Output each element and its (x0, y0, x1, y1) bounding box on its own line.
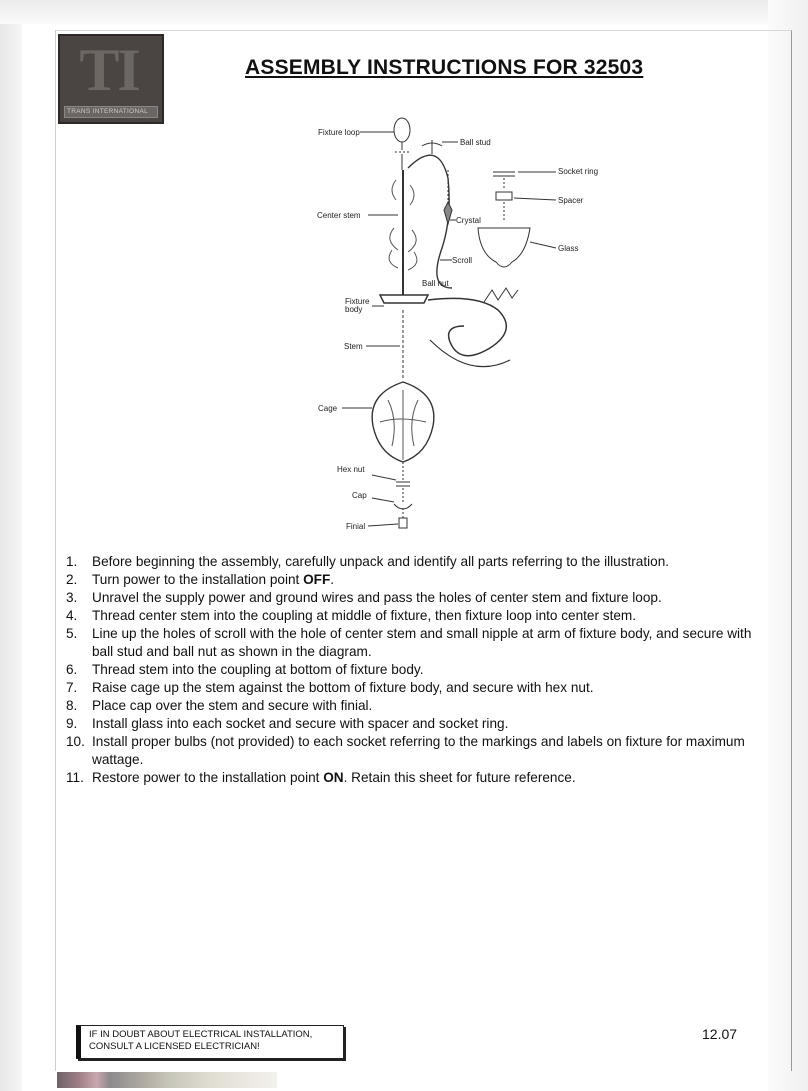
page-title: ASSEMBLY INSTRUCTIONS FOR 32503 (245, 56, 644, 79)
spacer-part (495, 191, 513, 201)
step-item: 10.Install proper bulbs (not provided) t… (66, 734, 745, 767)
socket-cup-part (483, 287, 519, 303)
fixture-body-part (378, 294, 430, 304)
label-ball-stud: Ball stud (460, 138, 491, 147)
scan-shadow-right (768, 0, 808, 1091)
arm-part (427, 297, 507, 357)
socket-ring-part (493, 171, 515, 177)
electrical-warning-box: IF IN DOUBT ABOUT ELECTRICAL INSTALLATIO… (76, 1025, 344, 1059)
logo-mark: TI (79, 37, 140, 103)
hex-nut-part (396, 481, 410, 487)
warning-line-1: IF IN DOUBT ABOUT ELECTRICAL INSTALLATIO… (89, 1029, 313, 1040)
company-logo: TI TRANS INTERNATIONAL (58, 34, 164, 124)
crystal-part (443, 200, 453, 226)
label-stem: Stem (344, 342, 363, 351)
instruction-steps: 1.Before beginning the assembly, careful… (66, 553, 766, 787)
scan-shadow-left (0, 0, 22, 1091)
step-item: 7.Raise cage up the stem against the bot… (66, 680, 594, 695)
assembly-diagram: Fixture loop Ball stud Socket ring Space… (317, 117, 598, 531)
step-item: 9.Install glass into each socket and sec… (66, 716, 509, 731)
fixture-loop-part (393, 117, 411, 143)
label-fixture-body: Fixture (345, 297, 370, 306)
step-item: 1.Before beginning the assembly, careful… (66, 554, 670, 569)
step-item: 5.Line up the holes of scroll with the h… (66, 626, 752, 659)
step-item: 4.Thread center stem into the coupling a… (66, 608, 637, 623)
label-fixture-loop: Fixture loop (318, 128, 360, 137)
label-ball-nut: Ball nut (422, 279, 449, 288)
logo-subtitle: TRANS INTERNATIONAL (67, 108, 149, 115)
scan-shadow-top (0, 0, 808, 24)
label-cap: Cap (352, 491, 367, 500)
page-frame (55, 30, 792, 1071)
label-spacer: Spacer (558, 196, 584, 205)
step-item: 3.Unravel the supply power and ground wi… (66, 590, 662, 605)
scan-color-strip (57, 1072, 277, 1088)
glass-part (477, 227, 531, 268)
label-fixture-body-2: body (345, 305, 362, 314)
step-item: 2.Turn power to the installation point O… (66, 572, 335, 587)
label-scroll: Scroll (452, 256, 472, 265)
label-crystal: Crystal (456, 216, 481, 225)
label-glass: Glass (558, 244, 578, 253)
scroll-part (407, 154, 453, 289)
step-item: 6.Thread stem into the coupling at botto… (66, 662, 424, 677)
label-finial: Finial (346, 522, 365, 531)
label-center-stem: Center stem (317, 211, 361, 220)
logo-bar: TRANS INTERNATIONAL (64, 106, 158, 118)
label-socket-ring: Socket ring (558, 167, 598, 176)
warning-line-2: CONSULT A LICENSED ELECTRICIAN! (89, 1041, 260, 1052)
document-code: 12.07 (702, 1026, 738, 1042)
step-item: 11.Restore power to the installation poi… (66, 770, 576, 785)
step-item: 8.Place cap over the stem and secure wit… (66, 698, 373, 713)
label-cage: Cage (318, 404, 338, 413)
finial-part (398, 517, 408, 529)
label-hex-nut: Hex nut (337, 465, 365, 474)
